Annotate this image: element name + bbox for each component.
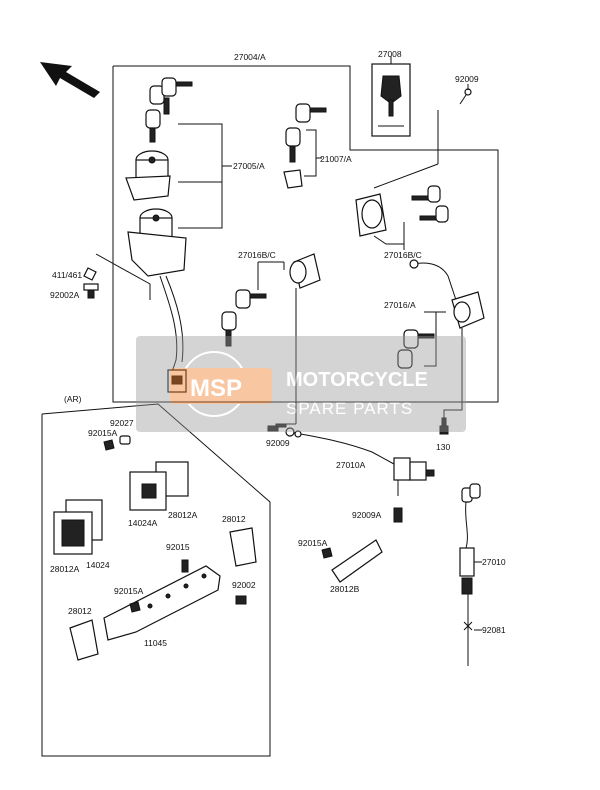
reflector-icon bbox=[331, 539, 383, 583]
svg-text:MOTORCYCLE: MOTORCYCLE bbox=[286, 369, 428, 391]
key-set-icon bbox=[145, 77, 193, 143]
label-92015A-3: 92015A bbox=[298, 538, 328, 548]
label-92015A-2: 92015A bbox=[114, 586, 144, 596]
neutral-switch-wire-icon bbox=[285, 427, 435, 523]
key-tag-icon bbox=[371, 63, 411, 137]
label-411-461: 411/461 bbox=[52, 270, 82, 280]
label-92009-mid: 92009 bbox=[266, 438, 290, 448]
label-92015: 92015 bbox=[166, 542, 190, 552]
label-92027: 92027 bbox=[110, 418, 134, 428]
nut-icon bbox=[321, 547, 333, 559]
label-27016BC-right: 27016B/C bbox=[384, 250, 422, 260]
nut-icon bbox=[103, 439, 115, 451]
label-27005A: 27005/A bbox=[233, 161, 265, 171]
label-28012A-2: 28012A bbox=[50, 564, 80, 574]
label-28012A-1: 28012A bbox=[168, 510, 198, 520]
watermark-logo-badge bbox=[170, 368, 272, 404]
screw-icon bbox=[181, 559, 189, 573]
label-27016A: 27016/A bbox=[384, 300, 416, 310]
label-14024: 14024 bbox=[86, 560, 110, 570]
label-27004A: 27004/A bbox=[234, 52, 266, 62]
label-27010: 27010 bbox=[482, 557, 506, 567]
lock-cylinder-keys-icon bbox=[283, 103, 327, 189]
bolt-icon bbox=[235, 595, 247, 605]
leader-21007A bbox=[304, 129, 317, 177]
nut-icon bbox=[129, 601, 141, 613]
watermark-logo: MSP MOTORCYCLE SPARE PARTS bbox=[136, 336, 466, 432]
label-21007A: 21007/A bbox=[320, 154, 352, 164]
front-direction-arrow-icon bbox=[40, 62, 100, 98]
ignition-switch-icon bbox=[127, 208, 187, 393]
label-92015A-1: 92015A bbox=[88, 428, 118, 438]
label-27010A: 27010A bbox=[336, 460, 366, 470]
reflector-icon bbox=[229, 527, 257, 567]
ignition-cylinder-bracket-icon bbox=[125, 150, 171, 201]
assembly-frame bbox=[112, 65, 499, 403]
label-11045: 11045 bbox=[144, 638, 167, 648]
label-92002: 92002 bbox=[232, 580, 256, 590]
label-92081: 92081 bbox=[482, 625, 506, 635]
label-27016BC-mid: 27016B/C bbox=[238, 250, 276, 260]
washer-icon bbox=[83, 267, 97, 281]
label-92009-top: 92009 bbox=[455, 74, 479, 84]
reflector-bracket-icon bbox=[103, 565, 221, 641]
svg-text:SPARE PARTS: SPARE PARTS bbox=[286, 399, 413, 418]
reflector-icon bbox=[69, 619, 99, 661]
label-28012B: 28012B bbox=[330, 584, 360, 594]
screw-icon bbox=[439, 417, 449, 435]
label-28012-2: 28012 bbox=[68, 606, 92, 616]
label-92002A: 92002A bbox=[50, 290, 80, 300]
reflector-icon bbox=[129, 461, 189, 511]
reflector-icon bbox=[53, 499, 103, 555]
ar-variant-frame bbox=[41, 403, 271, 757]
switch-cable-icon bbox=[459, 483, 481, 666]
screw-icon bbox=[459, 88, 472, 105]
rubber-grommet-icon bbox=[119, 435, 131, 445]
leader-27005A bbox=[178, 123, 223, 229]
label-27008: 27008 bbox=[378, 49, 402, 59]
helmet-lock-icon bbox=[221, 253, 321, 347]
seat-lock-assembly-icon bbox=[355, 185, 449, 237]
label-AR: (AR) bbox=[64, 394, 82, 404]
tank-lock-icon bbox=[397, 259, 485, 369]
label-92009A: 92009A bbox=[352, 510, 382, 520]
label-14024A: 14024A bbox=[128, 518, 158, 528]
label-28012-1: 28012 bbox=[222, 514, 246, 524]
label-130: 130 bbox=[436, 442, 450, 452]
svg-text:MSP: MSP bbox=[190, 375, 242, 402]
bolt-icon bbox=[83, 283, 99, 299]
